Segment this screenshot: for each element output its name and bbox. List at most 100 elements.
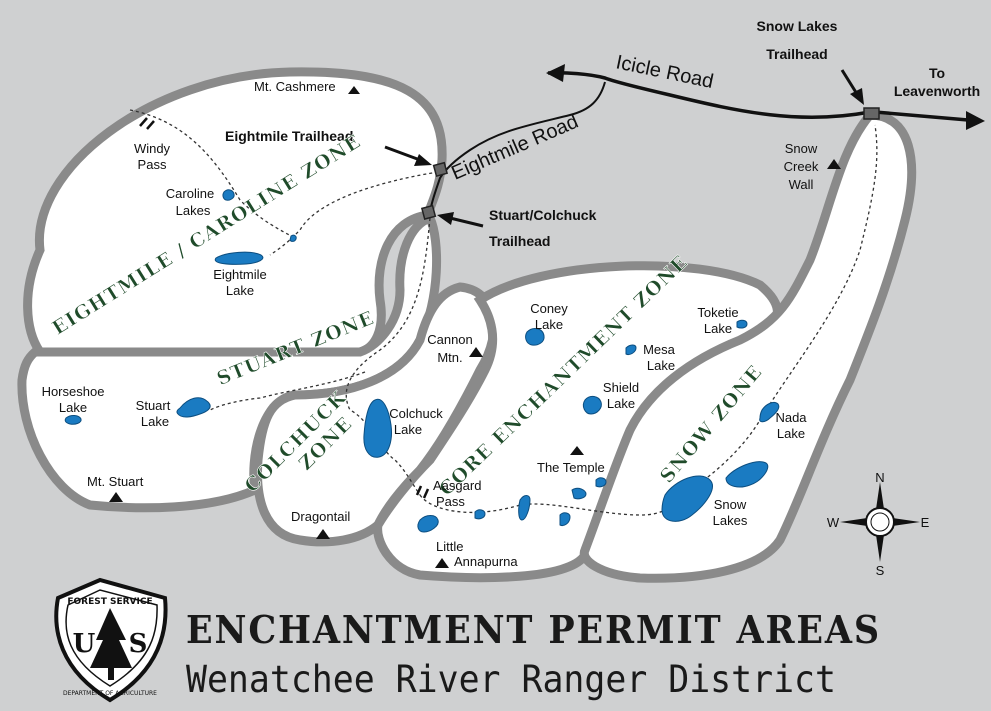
nada-lake-label-line2: Lake [777, 426, 805, 441]
snow-lakes-shape [661, 475, 713, 522]
coney-lake-shape [525, 328, 545, 346]
logo-s-text: S [129, 629, 148, 659]
compass-rose-icon [840, 482, 920, 562]
coney-lake-label: Coney [530, 301, 568, 316]
snow-creek-wall-peak-icon [827, 159, 841, 169]
the-temple-label: The Temple [537, 460, 605, 475]
caroline-lakes-label-line2: Lakes [176, 203, 211, 218]
shield-lake-label: Shield [603, 380, 639, 395]
dragontail-peak-icon [316, 529, 330, 539]
eightmile-road-line [429, 81, 606, 213]
aasgard-pass-label-line2: Pass [436, 494, 465, 509]
core-lake-3-shape [559, 512, 571, 526]
stuart-lake-shape [176, 397, 211, 418]
aasgard-lake-shape [417, 515, 439, 533]
road-to-leavenworth-line [874, 110, 969, 122]
logo-u-text: U [73, 629, 96, 659]
eightmile-trailhead-label: Eightmile Trailhead [225, 128, 353, 144]
compass-s-label: S [876, 563, 885, 578]
upper-snow-lake-shape [725, 461, 769, 488]
windy-pass-label-line2: Pass [138, 157, 167, 172]
dragontail-label: Dragontail [291, 509, 350, 524]
to-leavenworth-label-line2: Leavenworth [894, 83, 980, 99]
stuart-colchuck-trailhead-marker[interactable] [420, 204, 437, 221]
core-lake-5-shape [595, 477, 607, 488]
snow-lakes-trailhead-marker[interactable] [863, 107, 880, 120]
colchuck-lake-shape [363, 398, 392, 458]
trail-enchantments [419, 124, 878, 516]
toketie-lake-label-line2: Lake [704, 321, 732, 336]
eightmile-lake-label-line2: Lake [226, 283, 254, 298]
stuart-lake-label-line2: Lake [141, 414, 169, 429]
core-lake-4-shape [571, 487, 587, 500]
trail-colchuck [345, 217, 431, 496]
snow-lakes-trailhead-pointer [840, 69, 864, 105]
toketie-lake-shape [736, 319, 748, 329]
cannon-mtn-peak-icon [469, 347, 483, 357]
stuart-colchuck-trailhead-label-line2: Trailhead [489, 233, 550, 249]
to-leavenworth-label: To [929, 65, 945, 81]
colchuck-lake-label-line2: Lake [394, 422, 422, 437]
little-annapurna-peak-icon [435, 558, 449, 568]
snow-lakes-trailhead-label-line2: Trailhead [766, 46, 827, 62]
horseshoe-lake-shape [64, 415, 82, 425]
mesa-lake-shape [625, 344, 637, 355]
snow-zone-area[interactable] [579, 110, 917, 583]
snow-creek-wall-label: Snow [785, 141, 818, 156]
mt-stuart-peak-icon [109, 492, 123, 502]
map-title: ENCHANTMENT PERMIT AREAS [186, 607, 881, 652]
mt-cashmere-peak-icon [348, 86, 360, 94]
core-lake-1-shape [474, 509, 486, 520]
logo-forest-service-text: FOREST SERVICE [67, 597, 152, 607]
trail-windy-pass [129, 109, 296, 239]
core-lake-2-shape [518, 495, 531, 521]
mesa-lake-label: Mesa [643, 342, 676, 357]
shield-lake-shape [582, 395, 602, 415]
little-annapurna-label: Little [436, 539, 463, 554]
mesa-lake-label-line2: Lake [647, 358, 675, 373]
aasgard-pass-icon [415, 485, 430, 499]
stuart-colchuck-trailhead-label: Stuart/Colchuck [489, 207, 597, 223]
snow-creek-wall-label-line3: Wall [789, 177, 814, 192]
caroline-lakes-label: Caroline [166, 186, 214, 201]
stuart-trailhead-pointer [437, 212, 484, 228]
stuart-lake-label: Stuart [136, 398, 171, 413]
caroline-small-lake-shape [289, 234, 297, 242]
horseshoe-lake-label: Horseshoe [42, 384, 105, 399]
mt-stuart-label: Mt. Stuart [87, 474, 144, 489]
compass-e-label: E [921, 515, 930, 530]
snow-lakes-label: Snow [714, 497, 747, 512]
colchuck-lake-label: Colchuck [389, 406, 443, 421]
shield-lake-label-line2: Lake [607, 396, 635, 411]
pine-tree-icon [90, 608, 132, 680]
mt-cashmere-label: Mt. Cashmere [254, 79, 336, 94]
eightmile-lake-shape [214, 251, 264, 265]
nada-lake-shape [759, 401, 780, 423]
map-subtitle: Wenatchee River Ranger District [186, 658, 836, 701]
coney-lake-label-line2: Lake [535, 317, 563, 332]
arrow-east-icon [966, 111, 985, 130]
cannon-mtn-label-line2: Mtn. [437, 350, 462, 365]
eightmile-trailhead-marker[interactable] [432, 161, 449, 178]
trail-stuart [209, 371, 366, 411]
icicle-road-line [547, 71, 871, 120]
logo-department-text: DEPARTMENT OF AGRICULTURE [63, 690, 157, 697]
aasgard-pass-label: Aasgard [433, 478, 481, 493]
windy-pass-label: Windy [134, 141, 171, 156]
trail-eightmile [269, 171, 439, 256]
snow-lakes-trailhead-label: Snow Lakes [757, 18, 838, 34]
toketie-lake-label: Toketie [697, 305, 738, 320]
compass-w-label: W [827, 515, 840, 530]
snow-creek-wall-label-line2: Creek [784, 159, 819, 174]
compass-n-label: N [875, 470, 884, 485]
arrow-west-icon [546, 64, 565, 82]
eightmile-road-label: Eightmile Road [448, 111, 581, 185]
cannon-mtn-label: Cannon [427, 332, 473, 347]
eightmile-lake-label: Eightmile [213, 267, 266, 282]
windy-pass-icon [139, 117, 155, 130]
forest-service-shield-logo: FOREST SERVICE U S DEPARTMENT OF AGRICUL… [54, 577, 168, 703]
eightmile-trailhead-pointer [384, 145, 432, 166]
snow-lakes-label-line2: Lakes [713, 513, 748, 528]
nada-lake-label: Nada [775, 410, 807, 425]
